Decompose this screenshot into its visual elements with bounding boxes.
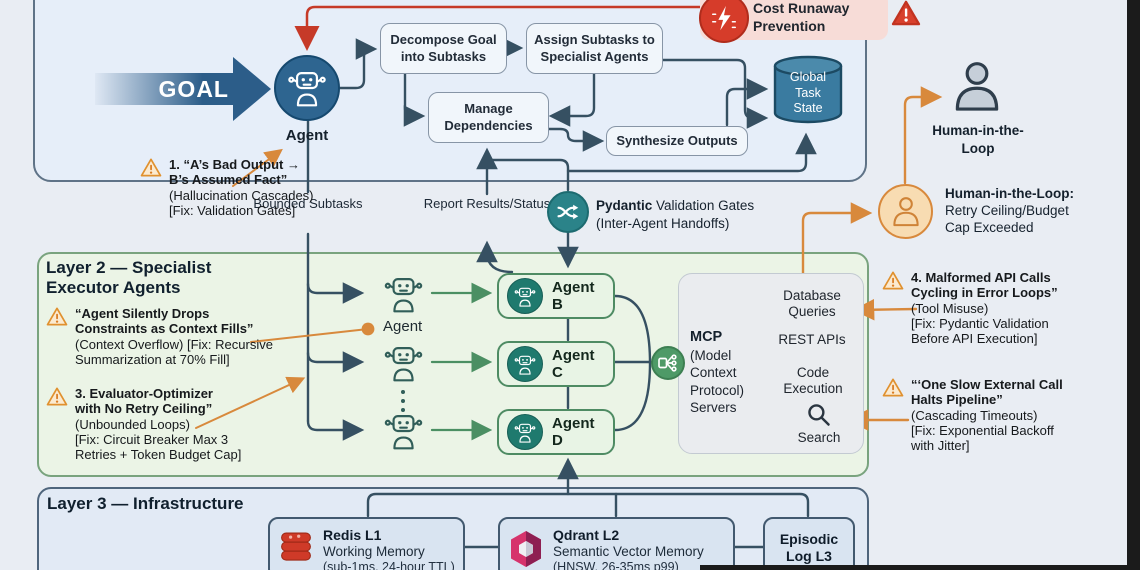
robot-icon: [507, 278, 543, 314]
shuffle-icon: [555, 200, 581, 224]
mcp-tool-database-queries: Database Queries: [783, 288, 841, 320]
episodic-line2: Log L3: [786, 547, 832, 564]
warning-triangle-icon: [46, 387, 68, 406]
mcp-tool-code-execution: Code Execution: [783, 365, 843, 397]
warning-triangle-icon: [46, 307, 68, 326]
agent-c-box: Agent C: [497, 341, 615, 387]
redis-name: Redis L1: [323, 527, 382, 543]
mcp-node: [651, 346, 685, 380]
human-escalation-label: Human-in-the-Loop: Retry Ceiling/Budget …: [945, 186, 1074, 235]
robot-icon: [507, 414, 543, 450]
mcp-node-icon: [656, 351, 680, 375]
warning-triangle-icon: [140, 158, 162, 177]
report-results-label: Report Results/Status: [423, 196, 551, 211]
mcp-label: MCP (Model Context Protocol) Servers: [690, 329, 745, 416]
mcp-servers-box: [678, 273, 864, 454]
synthesize-outputs-box: Synthesize Outputs: [606, 126, 748, 156]
qdrant-name: Qdrant L2: [553, 527, 620, 543]
decompose-goal-box: Decompose Goal into Subtasks: [380, 23, 507, 74]
robot-icon: [383, 412, 424, 450]
cost-runaway-label: Cost Runaway Prevention: [753, 0, 850, 34]
robot-icon: [383, 275, 424, 313]
alert-triangle-red-icon: [886, 0, 926, 26]
warning-hallucination: 1. “A’s Bad Output → B’s Assumed Fact” (…: [140, 157, 330, 218]
person-icon: [890, 196, 922, 228]
human-top-label: Human-in-the-Loop: [932, 123, 1024, 156]
redis-logo-icon: [278, 531, 314, 564]
orchestrator-agent-node: [274, 55, 340, 121]
layer3-title: Layer 3 — Infrastructure: [47, 494, 244, 513]
assign-subtasks-box: Assign Subtasks to Specialist Agents: [526, 23, 663, 74]
qdrant-logo-icon: [508, 529, 544, 569]
mcp-tool-search: Search: [797, 430, 841, 445]
validation-gate-node: [547, 191, 589, 233]
person-icon: [955, 62, 999, 111]
robot-icon: [287, 69, 327, 107]
redis-detail: (sub-1ms, 24-hour TTL): [323, 559, 455, 570]
episodic-log-box: Episodic Log L3: [763, 517, 855, 570]
goal-arrow-head: [233, 57, 271, 121]
warning-tool-misuse: 4. Malformed API Calls Cycling in Error …: [882, 270, 1117, 347]
worker-agent-label: Agent: [383, 318, 423, 335]
warning-context-overflow: “Agent Silently Drops Constraints as Con…: [46, 306, 312, 367]
search-icon: [806, 402, 832, 428]
lightning-icon: [709, 3, 739, 33]
global-task-state-node: Global Task State: [770, 53, 846, 127]
episodic-line1: Episodic: [779, 531, 839, 547]
agent-b-box: Agent B: [497, 273, 615, 319]
frame-edge-right: [1127, 0, 1140, 570]
qdrant-memory-box: Qdrant L2 Semantic Vector Memory (HNSW, …: [498, 517, 735, 570]
qdrant-detail: (HNSW, 26-35ms p99): [553, 559, 679, 570]
warning-triangle-icon: [882, 271, 904, 290]
human-escalation-node: [878, 184, 933, 239]
agent-b-label: Agent B: [552, 279, 595, 313]
agent-d-box: Agent D: [497, 409, 615, 455]
orchestrator-agent-label: Agent: [285, 127, 329, 144]
manage-dependencies-box: Manage Dependencies: [428, 92, 549, 143]
bounded-subtasks-label: Bounded Subtasks: [253, 196, 363, 211]
mcp-tool-rest-apis: REST APIs: [778, 332, 846, 347]
robot-icon: [383, 344, 424, 382]
frame-edge-bottom: [700, 565, 1127, 570]
redis-desc: Working Memory: [323, 543, 425, 559]
cost-runaway-circle: [699, 0, 749, 43]
agent-c-label: Agent C: [552, 347, 595, 381]
database-cylinder-icon: [773, 55, 843, 124]
goal-label: GOAL: [158, 75, 229, 102]
ellipsis-dots: [401, 390, 405, 412]
robot-icon: [507, 346, 543, 382]
redis-memory-box: Redis L1 Working Memory (sub-1ms, 24-hou…: [268, 517, 465, 570]
warning-cascading-timeouts: “‘One Slow External Call Halts Pipeline”…: [882, 377, 1117, 454]
pydantic-gates-label: Pydantic Validation Gates (Inter-Agent H…: [596, 198, 755, 231]
qdrant-desc: Semantic Vector Memory: [553, 543, 704, 559]
agent-d-label: Agent D: [552, 415, 595, 449]
global-task-state-label: Global Task State: [789, 70, 827, 116]
layer2-title: Layer 2 — Specialist Executor Agents: [46, 258, 212, 297]
goal-arrow: GOAL: [95, 73, 233, 105]
warning-unbounded-loops: 3. Evaluator-Optimizer with No Retry Cei…: [46, 386, 286, 463]
warning-triangle-icon: [882, 378, 904, 397]
